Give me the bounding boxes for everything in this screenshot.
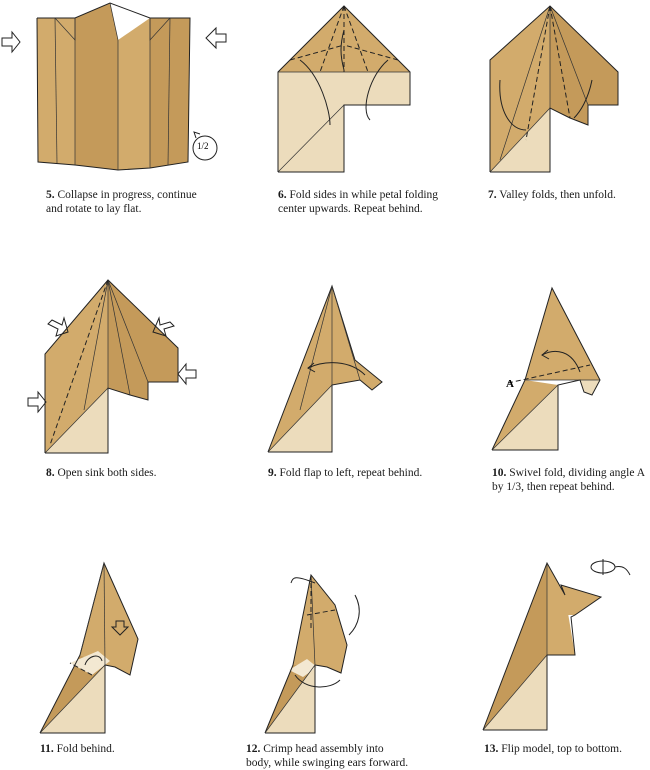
step-8-text-1: Open sink both sides. [57,467,157,479]
step-11-diagram [30,555,160,735]
angle-a-label: A [506,378,514,390]
step-6-text-2: center upwards. Repeat behind. [278,203,423,215]
step-5-diagram: 1/2 [0,0,230,180]
step-8-number: 8. [46,467,55,479]
step-12-number: 12. [246,743,261,755]
step-9-diagram [260,280,410,455]
step-13-number: 13. [484,743,499,755]
step-9-text-1: Fold flap to left, repeat behind. [279,467,423,479]
step-7-number: 7. [488,189,497,201]
rotate-symbol-label: 1/2 [197,141,209,151]
step-7-diagram [470,0,650,180]
step-12-text-2: body, while swinging ears forward. [246,757,409,769]
step-10-text-1: Swivel fold, dividing angle A [509,467,646,479]
step-7-caption: 7. Valley folds, then unfold. [488,188,648,202]
step-12-caption: 12. Crimp head assembly into body, while… [246,742,446,770]
step-9-number: 9. [268,467,277,479]
step-8-caption: 8. Open sink both sides. [46,466,226,480]
step-7-text-1: Valley folds, then unfold. [499,189,616,201]
step-12-diagram [255,555,385,735]
step-11-caption: 11. Fold behind. [40,742,180,756]
step-10-number: 10. [492,467,507,479]
step-6-caption: 6. Fold sides in while petal folding cen… [278,188,468,216]
step-12-text-1: Crimp head assembly into [263,743,384,755]
step-5-text-2: and rotate to lay flat. [46,203,142,215]
step-9-caption: 9. Fold flap to left, repeat behind. [268,466,468,480]
step-11-number: 11. [40,743,54,755]
step-10-text-2: by 1/3, then repeat behind. [492,481,615,493]
step-5-number: 5. [46,189,55,201]
step-13-diagram [475,555,645,735]
step-5-caption: 5. Collapse in progress, continue and ro… [46,188,236,216]
step-10-caption: 10. Swivel fold, dividing angle A by 1/3… [492,466,650,494]
step-6-text-1: Fold sides in while petal folding [289,189,439,201]
step-6-diagram [260,0,430,180]
step-5-text-1: Collapse in progress, continue [57,189,197,201]
step-6-number: 6. [278,189,287,201]
step-11-text-1: Fold behind. [56,743,115,755]
step-10-diagram: A [480,280,630,455]
step-8-diagram [20,270,220,460]
step-13-text-1: Flip model, top to bottom. [501,743,623,755]
step-13-caption: 13. Flip model, top to bottom. [484,742,644,756]
